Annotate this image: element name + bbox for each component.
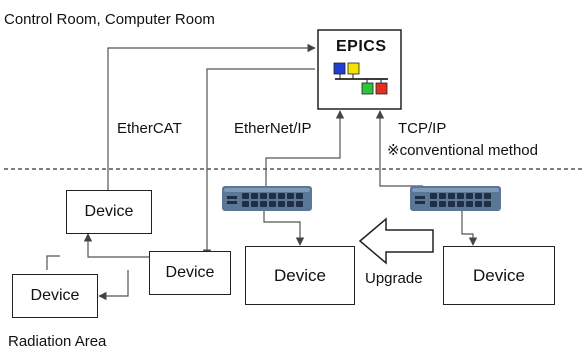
epics-box — [317, 29, 402, 110]
radiation-area-label: Radiation Area — [8, 333, 107, 350]
device-box-tcp-ip: Device — [443, 246, 555, 305]
middle-to-bottomleft-device-link — [98, 270, 129, 301]
epics-to-middle-device-link — [202, 68, 315, 258]
epics-title: EPICS — [336, 38, 387, 55]
device-box-bottom-left: Device — [12, 274, 98, 318]
network-icon — [333, 62, 388, 95]
switch2-to-device-link — [461, 211, 478, 246]
tcp-ip-label: TCP/IP — [398, 120, 447, 137]
upgrade-label: Upgrade — [365, 270, 423, 287]
ethernet-ip-label: EtherNet/IP — [234, 120, 312, 137]
tcp-ip-link — [375, 110, 423, 187]
conventional-method-label: ※conventional method — [387, 142, 538, 159]
upgrade-arrow-icon — [358, 217, 434, 265]
network-switch-icon — [222, 186, 312, 211]
device-box-top-left: Device — [66, 190, 152, 234]
ethercat-link — [107, 43, 316, 190]
ethernet-ip-link — [265, 110, 345, 186]
control-room-label: Control Room, Computer Room — [4, 11, 215, 28]
device-box-middle: Device — [149, 251, 231, 295]
switch1-to-device-link — [263, 211, 305, 246]
bottomleft-to-topleft-device-link — [46, 255, 60, 270]
device-box-ethernet-ip: Device — [245, 246, 355, 305]
network-switch-icon — [410, 186, 501, 211]
middle-to-topleft-device-link — [83, 233, 150, 258]
ethercat-label: EtherCAT — [117, 120, 182, 137]
